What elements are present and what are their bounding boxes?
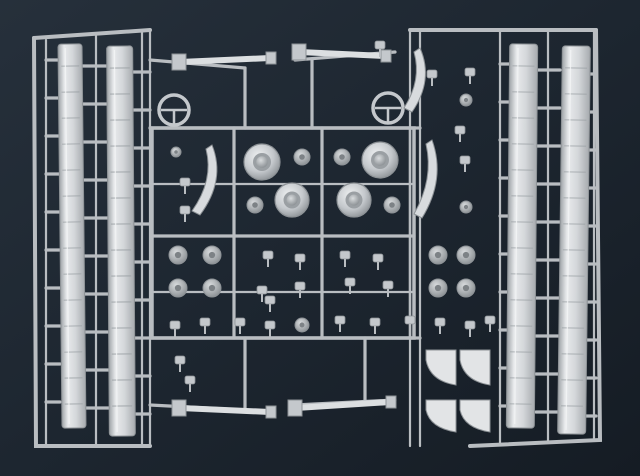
axle-end — [265, 405, 277, 419]
small-wheel-axle — [462, 251, 470, 259]
tiny-part — [294, 281, 306, 291]
tiny-part — [262, 250, 274, 260]
small-wheel-axle — [299, 154, 305, 160]
tiny-part — [369, 317, 381, 327]
tiny-part — [464, 67, 476, 77]
tiny-part — [184, 375, 196, 385]
panel-body — [57, 43, 87, 429]
tiny-part — [199, 317, 211, 327]
outer-runner-left — [32, 36, 152, 448]
tiny-part — [174, 355, 186, 365]
side-panels — [57, 43, 591, 437]
axle-rod — [177, 405, 273, 415]
tiny-part — [372, 253, 384, 263]
panel-body — [557, 45, 591, 435]
side-panel-2 — [106, 45, 136, 437]
axle-end — [385, 395, 397, 409]
tiny-part — [454, 125, 466, 135]
axle-rod — [177, 55, 273, 65]
small-wheel-axle — [339, 154, 345, 160]
leaf-spring — [413, 139, 438, 219]
small-wheel-axle — [463, 97, 469, 103]
leaf-spring — [403, 47, 426, 113]
panel-highlight — [113, 50, 118, 433]
small-wheel-axle — [174, 284, 182, 292]
outer-runner-right — [468, 28, 603, 448]
tiny-part — [264, 295, 276, 305]
tiny-part — [374, 40, 386, 50]
fender — [459, 399, 491, 433]
steering-wheel — [371, 91, 405, 125]
tiny-part — [404, 315, 416, 325]
side-panel-4 — [557, 45, 591, 435]
tyre-hub — [286, 194, 298, 206]
panel-highlight — [514, 47, 519, 424]
panel-highlight — [565, 49, 572, 430]
tyre-hub — [256, 156, 268, 168]
small-wheel-axle — [389, 202, 395, 208]
small-wheel-axle — [174, 251, 182, 259]
axle-rod — [297, 49, 388, 59]
small-wheel-axle — [299, 322, 305, 328]
axle-rod — [293, 399, 393, 411]
tiny-part — [169, 320, 181, 330]
tiny-part — [464, 320, 476, 330]
small-parts — [157, 40, 496, 433]
small-wheel-axle — [434, 251, 442, 259]
steering-spokes — [161, 108, 187, 124]
tiny-part — [294, 253, 306, 263]
small-wheel-axle — [463, 204, 469, 210]
small-wheel-axle — [174, 150, 178, 154]
tiny-part — [484, 315, 496, 325]
panel-body — [106, 45, 136, 437]
tiny-part — [334, 315, 346, 325]
tiny-part — [264, 320, 276, 330]
tiny-part — [234, 317, 246, 327]
sprue-frame — [32, 28, 603, 448]
outer-runner-top-left — [32, 28, 152, 40]
tiny-part — [459, 155, 471, 165]
panel-highlight — [64, 48, 70, 425]
tiny-part — [256, 285, 268, 295]
small-wheel-axle — [252, 202, 258, 208]
tiny-part — [382, 280, 394, 290]
small-wheel-axle — [208, 251, 216, 259]
fender — [425, 349, 457, 386]
axle-block — [171, 399, 187, 417]
tiny-part — [434, 317, 446, 327]
tyre-hub — [348, 194, 360, 206]
small-wheel-axle — [208, 284, 216, 292]
axle-block — [287, 399, 303, 417]
axle-end — [265, 51, 277, 65]
fender — [459, 349, 491, 386]
tiny-part — [339, 250, 351, 260]
tiny-part — [426, 69, 438, 79]
axle-block — [291, 43, 307, 61]
tyre-hub — [374, 154, 386, 166]
small-wheel-axle — [434, 284, 442, 292]
small-wheel-axle — [462, 284, 470, 292]
panel-body — [505, 43, 539, 429]
side-panel-3 — [505, 43, 539, 429]
tiny-part — [179, 177, 191, 187]
leaf-spring — [191, 144, 218, 216]
axle-block — [171, 53, 187, 71]
axle-end — [380, 49, 392, 63]
steering-spokes — [375, 106, 401, 122]
steering-wheel — [157, 93, 191, 127]
tiny-part — [344, 277, 356, 287]
fender — [425, 399, 457, 433]
side-panel-1 — [57, 43, 87, 429]
tiny-part — [179, 205, 191, 215]
